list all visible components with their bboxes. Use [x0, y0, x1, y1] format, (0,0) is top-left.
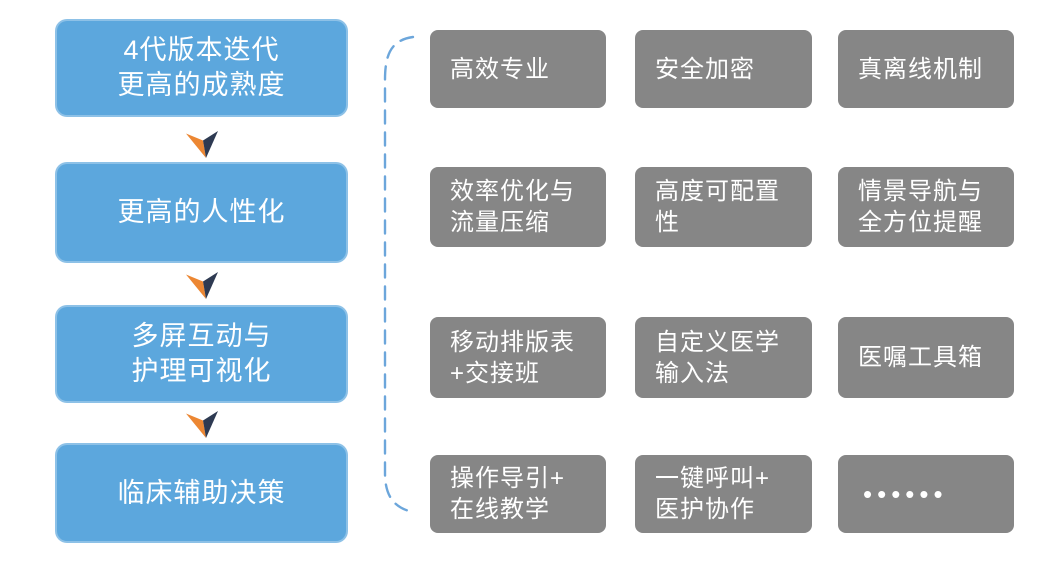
flow-step-label: 4代版本迭代 更高的成熟度 — [117, 35, 286, 100]
arrow-left-half — [186, 274, 206, 299]
feature-cell-label: 医嘱工具箱 — [858, 344, 983, 371]
arrow-right-half — [203, 411, 218, 438]
feature-cell-label: 移动排版表 +交接班 — [450, 328, 575, 387]
flow-step-label: 多屏互动与 护理可视化 — [131, 321, 272, 386]
more-features-cell: •••••• — [838, 455, 1014, 533]
arrow-left-half — [186, 413, 206, 438]
dashed-brace-line — [383, 35, 415, 514]
feature-cell-label: 高效专业 — [450, 55, 550, 83]
arrow-right-half — [203, 131, 218, 158]
flow-step-4: 临床辅助决策 — [55, 443, 348, 543]
feature-cell: 真离线机制 — [838, 30, 1014, 108]
feature-cell-label: 一键呼叫+ 医护协作 — [655, 465, 771, 523]
down-arrow-icon — [186, 131, 218, 158]
feature-cell: 高度可配置 性 — [635, 167, 812, 247]
feature-cell-label: 情景导航与 全方位提醒 — [858, 178, 983, 236]
down-arrow-icon — [186, 411, 218, 438]
feature-cell: 安全加密 — [635, 30, 812, 108]
down-arrow-icon — [186, 272, 218, 299]
feature-cell: 操作导引+ 在线教学 — [430, 455, 606, 533]
arrow-right-half — [203, 272, 218, 299]
flow-step-3: 多屏互动与 护理可视化 — [55, 305, 348, 403]
feature-cell: 自定义医学 输入法 — [635, 317, 812, 398]
flow-step-2: 更高的人性化 — [55, 162, 348, 263]
feature-cell: 效率优化与 流量压缩 — [430, 167, 606, 247]
feature-cell-label: 效率优化与 流量压缩 — [450, 178, 575, 236]
feature-cell-label: 操作导引+ 在线教学 — [450, 465, 566, 523]
feature-cell-label: 高度可配置 性 — [655, 178, 780, 236]
feature-cell: 一键呼叫+ 医护协作 — [635, 455, 812, 533]
feature-cell-label: 安全加密 — [655, 55, 755, 83]
flow-step-1: 4代版本迭代 更高的成熟度 — [55, 19, 348, 117]
arrow-left-half — [186, 133, 206, 158]
flow-step-label: 更高的人性化 — [117, 197, 286, 227]
ellipsis-dots: •••••• — [863, 478, 948, 509]
feature-cell: 情景导航与 全方位提醒 — [838, 167, 1014, 247]
feature-cell-label: 自定义医学 输入法 — [655, 328, 780, 387]
feature-cell: 医嘱工具箱 — [838, 317, 1014, 398]
feature-cell: 高效专业 — [430, 30, 606, 108]
feature-cell-label: 真离线机制 — [858, 55, 983, 83]
dashed-brace-path — [383, 35, 415, 514]
feature-cell: 移动排版表 +交接班 — [430, 317, 606, 398]
flow-step-label: 临床辅助决策 — [117, 477, 286, 508]
